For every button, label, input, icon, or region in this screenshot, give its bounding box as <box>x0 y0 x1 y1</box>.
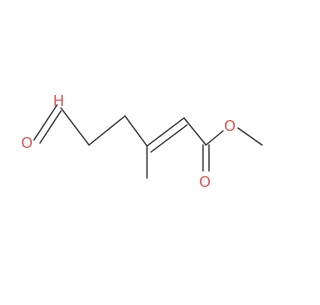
bond-c2-c3 <box>88 115 126 146</box>
bond-c6-o <box>205 130 224 146</box>
bond-aldehyde-co-1 <box>33 104 58 141</box>
atom-label-ester-oxygen-single: O <box>224 117 236 135</box>
atom-label-aldehyde-oxygen: O <box>21 134 33 152</box>
atom-label-aldehyde-hydrogen: H <box>53 92 64 110</box>
molecule-canvas: H O O O <box>21 92 263 191</box>
bond-c1-c2 <box>60 107 90 146</box>
atom-label-ester-oxygen-double: O <box>199 173 211 191</box>
bond-o-methyl <box>237 127 263 146</box>
molecule-structure: H O O O <box>21 92 263 191</box>
bond-c4-c5-1 <box>146 117 185 147</box>
bond-c4-c5-2 <box>150 124 188 153</box>
bond-aldehyde-co-2 <box>39 110 62 144</box>
atom-labels: H O O O <box>21 92 236 191</box>
bonds-group <box>33 104 263 179</box>
bond-c3-c4 <box>124 115 148 147</box>
bond-c5-c6 <box>183 117 207 146</box>
